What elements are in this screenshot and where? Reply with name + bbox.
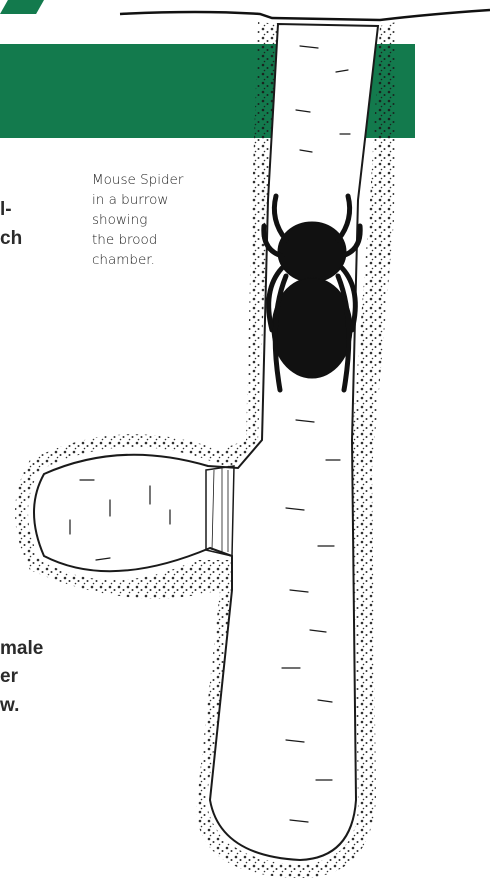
mouse-spider	[264, 196, 360, 390]
figure-caption: Mouse Spider in a burrow showing the bro…	[92, 170, 232, 270]
body-text-fragment: ch	[0, 224, 40, 253]
body-text-fragment: er	[0, 662, 80, 691]
body-text-fragment: male	[0, 634, 80, 663]
body-text-fragment: w.	[0, 691, 80, 720]
ground-line	[120, 10, 490, 20]
body-text-fragment: l-	[0, 195, 40, 224]
